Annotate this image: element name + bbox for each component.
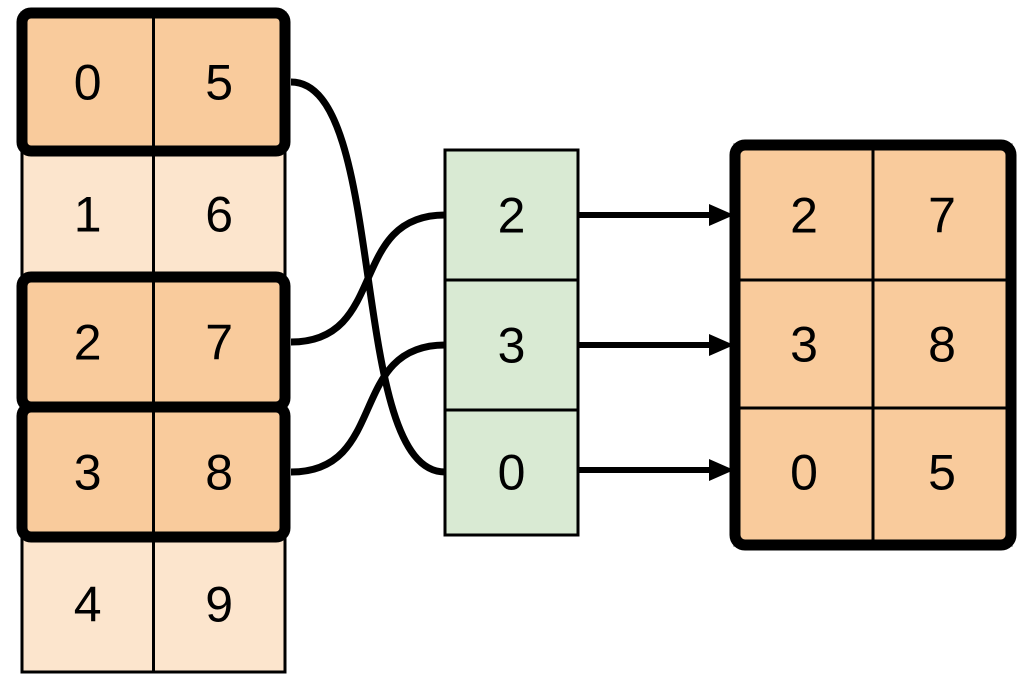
source-table: 0 5 1 6 2 7 3 8 4 9 <box>16 7 291 674</box>
result-table: 2 7 3 8 0 5 <box>729 139 1017 551</box>
result-cell <box>871 143 1013 282</box>
source-cell-value: 0 <box>74 55 102 111</box>
source-cell-value: 6 <box>205 187 233 243</box>
result-cell-value: 2 <box>790 188 818 244</box>
source-cell <box>152 405 287 539</box>
index-cell-value: 3 <box>498 318 526 374</box>
result-cell-value: 3 <box>790 317 818 373</box>
curve-connectors <box>290 78 446 476</box>
source-cell-value: 1 <box>74 187 102 243</box>
source-cell <box>152 535 287 674</box>
result-cell <box>871 278 1013 410</box>
result-cell-value: 8 <box>928 317 956 373</box>
index-cell <box>443 408 580 537</box>
source-cell <box>152 149 287 279</box>
source-cell-value: 8 <box>205 445 233 501</box>
source-cell-value: 4 <box>74 577 102 633</box>
curve-source-row2-to-index2 <box>290 211 446 346</box>
source-cell-value: 7 <box>205 315 233 371</box>
result-cell <box>733 278 875 410</box>
result-cell-value: 5 <box>928 445 956 501</box>
source-cell <box>20 535 155 674</box>
result-table-border <box>729 139 1017 551</box>
source-cell <box>20 11 155 153</box>
result-cell <box>871 406 1013 547</box>
source-cell-value: 2 <box>74 315 102 371</box>
result-cell-value: 0 <box>790 445 818 501</box>
source-cell-value: 9 <box>205 577 233 633</box>
index-cell-value: 0 <box>498 445 526 501</box>
index-cell <box>443 148 580 282</box>
index-column: 2 3 0 <box>443 148 580 537</box>
source-row-highlight-box <box>16 401 291 543</box>
index-cell-value: 2 <box>498 188 526 244</box>
source-cell-value: 3 <box>74 445 102 501</box>
curve-source-row3-to-index3 <box>290 341 446 476</box>
result-cell-value: 7 <box>928 188 956 244</box>
source-cell <box>152 275 287 409</box>
arrow-head <box>709 334 734 356</box>
arrow-head <box>709 204 734 226</box>
arrow-head <box>709 459 734 481</box>
source-cell-value: 5 <box>205 55 233 111</box>
result-cell <box>733 406 875 547</box>
source-cell <box>152 11 287 153</box>
source-row-highlight-box <box>16 7 291 157</box>
arrows <box>578 204 734 481</box>
